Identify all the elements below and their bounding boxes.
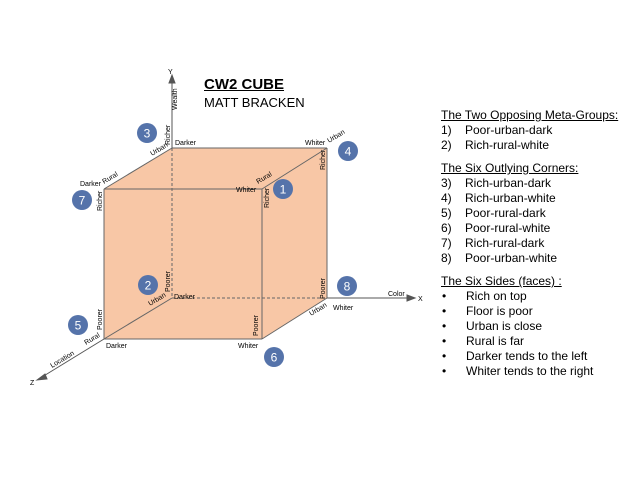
diagram-author: MATT BRACKEN (204, 95, 305, 110)
label-whiter: Whiter (333, 305, 354, 312)
y-axis-letter: Y (168, 69, 173, 76)
corner-8: 8 (337, 276, 357, 296)
item-number: 7) (441, 236, 452, 250)
legend-panel: The Two Opposing Meta-Groups: 1) Poor-urb… (441, 108, 637, 379)
meta-groups-heading: The Two Opposing Meta-Groups: (441, 108, 619, 122)
cube-edges (103, 147, 328, 340)
corner-5: 5 (68, 315, 88, 335)
item-number: 2) (441, 138, 452, 152)
corner-2-number: 2 (145, 279, 152, 293)
bullet-icon: • (442, 334, 447, 348)
corner-8-number: 8 (344, 280, 351, 294)
label-whiter: Whiter (236, 187, 257, 194)
item-number: 6) (441, 221, 452, 235)
item-text: Rich-rural-white (465, 138, 550, 152)
corner-4-number: 4 (345, 145, 352, 159)
list-item: • Rural is far (441, 334, 637, 349)
corner-1-number: 1 (280, 183, 287, 197)
list-item: 7) Rich-rural-dark (441, 236, 637, 251)
x-axis-letter: X (418, 296, 423, 303)
y-axis-name: Wealth (172, 88, 179, 110)
item-text: Rural is far (466, 334, 525, 348)
label-darker: Darker (106, 343, 128, 350)
corner-6: 6 (264, 347, 284, 367)
diagram-title: CW2 CUBE (204, 76, 285, 93)
item-text: Darker tends to the left (466, 349, 588, 363)
list-item: 1) Poor-urban-dark (441, 123, 637, 138)
list-item: • Darker tends to the left (441, 349, 637, 364)
label-richer: Richer (97, 190, 104, 211)
item-text: Poor-urban-dark (465, 123, 553, 137)
label-darker: Darker (175, 140, 197, 147)
corner-7-number: 7 (79, 194, 86, 208)
list-item: 4) Rich-urban-white (441, 191, 637, 206)
label-richer: Richer (165, 124, 172, 145)
item-text: Rich-rural-dark (465, 236, 545, 250)
z-axis-letter: Z (30, 380, 35, 387)
label-darker: Darker (80, 181, 102, 188)
list-item: 2) Rich-rural-white (441, 138, 637, 153)
bullet-icon: • (442, 289, 447, 303)
label-poorer: Poorer (97, 308, 104, 330)
label-darker: Darker (174, 294, 196, 301)
list-item: 6) Poor-rural-white (441, 221, 637, 236)
z-axis-name: Location (49, 350, 75, 370)
bullet-icon: • (442, 319, 447, 333)
corner-6-number: 6 (271, 351, 278, 365)
list-item: • Floor is poor (441, 304, 637, 319)
item-text: Poor-urban-white (465, 251, 558, 265)
item-number: 5) (441, 206, 452, 220)
item-text: Whiter tends to the right (466, 364, 594, 378)
bullet-icon: • (442, 349, 447, 363)
corner-5-number: 5 (75, 319, 82, 333)
corner-markers: 1 2 3 4 5 6 7 8 (68, 123, 358, 367)
corner-1: 1 (273, 179, 293, 199)
list-item: • Rich on top (441, 289, 637, 304)
corner-3: 3 (137, 123, 157, 143)
label-whiter: Whiter (305, 140, 326, 147)
six-sides-heading: The Six Sides (faces) : (441, 274, 562, 288)
corner-7: 7 (72, 190, 92, 210)
item-number: 1) (441, 123, 452, 137)
item-text: Poor-rural-dark (465, 206, 546, 220)
cube-front-face (104, 189, 262, 339)
list-item: • Whiter tends to the right (441, 364, 637, 379)
x-axis-name: Color (388, 291, 405, 298)
item-number: 3) (441, 176, 452, 190)
item-text: Poor-rural-white (465, 221, 551, 235)
label-rural: Rural (83, 332, 101, 347)
corner-4: 4 (338, 141, 358, 161)
item-text: Rich-urban-dark (465, 176, 552, 190)
item-text: Floor is poor (466, 304, 533, 318)
list-item: 5) Poor-rural-dark (441, 206, 637, 221)
label-whiter: Whiter (238, 343, 259, 350)
axes (35, 73, 417, 381)
label-poorer: Poorer (165, 270, 172, 292)
list-item: 3) Rich-urban-dark (441, 176, 637, 191)
list-item: 8) Poor-urban-white (441, 251, 637, 266)
corner-3-number: 3 (144, 127, 151, 141)
outlying-corners-heading: The Six Outlying Corners: (441, 161, 579, 175)
corner-2: 2 (138, 275, 158, 295)
item-text: Urban is close (466, 319, 543, 333)
label-poorer: Poorer (253, 314, 260, 336)
label-poorer: Poorer (320, 277, 327, 299)
bullet-icon: • (442, 364, 447, 378)
cube-top-face (104, 148, 327, 189)
label-richer: Richer (264, 187, 271, 208)
list-item: • Urban is close (441, 319, 637, 334)
bullet-icon: • (442, 304, 447, 318)
item-number: 4) (441, 191, 452, 205)
cube-hidden-edges (171, 148, 327, 299)
label-richer: Richer (320, 149, 327, 170)
item-number: 8) (441, 251, 452, 265)
item-text: Rich-urban-white (465, 191, 556, 205)
item-text: Rich on top (466, 289, 527, 303)
